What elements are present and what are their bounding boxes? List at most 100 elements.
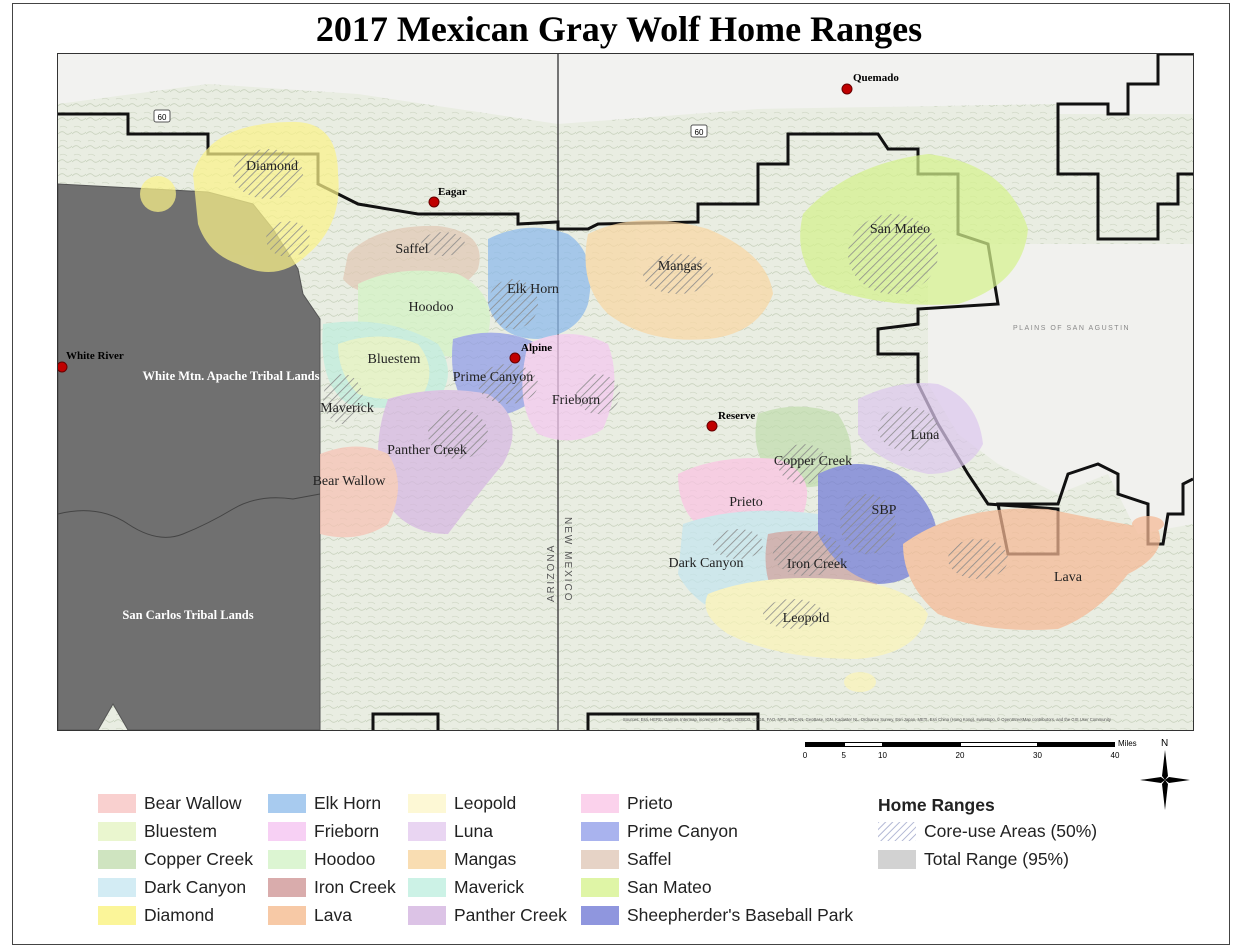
legend-label: Frieborn (314, 821, 380, 841)
town-label-reserve: Reserve (718, 410, 755, 422)
tribal-label-white-mtn: White Mtn. Apache Tribal Lands (143, 369, 320, 383)
pack-label-diamond: Diamond (246, 159, 298, 174)
range-bear-wallow[interactable] (320, 446, 398, 538)
pack-label-mangas: Mangas (658, 259, 702, 274)
pack-label-elk-horn: Elk Horn (507, 282, 559, 297)
core-prime-canyon (478, 364, 538, 404)
legend-swatch (98, 906, 136, 925)
legend-swatch (268, 822, 306, 841)
core-mangas (643, 254, 713, 294)
scale-segment (805, 742, 844, 747)
total-range-swatch (878, 850, 916, 869)
pack-label-lava: Lava (1054, 570, 1083, 585)
core-diamond-2 (266, 221, 310, 257)
legend-swatch (581, 822, 619, 841)
town-marker-alpine (509, 352, 521, 364)
pack-label-bear-wallow: Bear Wallow (313, 474, 387, 489)
map-svg: 60 60 Quemado Eagar Alpine Reserve White… (56, 52, 1194, 731)
core-sbp (840, 494, 896, 554)
pack-label-dark-canyon: Dark Canyon (668, 556, 743, 571)
legend-swatch (268, 906, 306, 925)
plains-label: PLAINS OF SAN AGUSTIN (1013, 325, 1130, 332)
legend-label: San Mateo (627, 877, 712, 897)
core-use-swatch (878, 822, 916, 841)
forest-boundary-s2 (586, 712, 760, 730)
core-use-label: Core-use Areas (50%) (924, 821, 1098, 841)
core-iron-creek (773, 532, 843, 576)
legend-swatch (408, 850, 446, 869)
core-leopold (763, 599, 823, 629)
pack-label-prime-canyon: Prime Canyon (453, 370, 534, 385)
core-dark-canyon (713, 529, 763, 559)
highway-shield-1: 60 (153, 109, 171, 123)
tribal-label-san-carlos: San Carlos Tribal Lands (122, 608, 253, 622)
pack-label-hoodoo: Hoodoo (408, 300, 453, 315)
legend-swatch (98, 850, 136, 869)
legend-swatch (98, 878, 136, 897)
figure-frame (12, 3, 1230, 945)
map-panel[interactable]: 60 60 Quemado Eagar Alpine Reserve White… (56, 52, 1194, 731)
core-saffel (421, 232, 465, 256)
core-diamond (233, 149, 303, 199)
legend-label: Saffel (627, 849, 672, 869)
legend-swatch (408, 794, 446, 813)
pack-label-frieborn: Frieborn (552, 393, 600, 408)
town-label-alpine: Alpine (521, 342, 552, 354)
town-label-eagar: Eagar (438, 186, 467, 198)
scale-segment (1037, 742, 1115, 747)
highway-label-1: 60 (158, 113, 167, 122)
legend-swatch (268, 794, 306, 813)
core-maverick (323, 374, 363, 424)
town-marker-reserve (706, 420, 718, 432)
core-copper-creek (778, 444, 828, 484)
legend-label: Lava (314, 905, 352, 925)
pack-label-luna: Luna (911, 428, 941, 443)
town-marker-eagar (428, 196, 440, 208)
town-label-quemado: Quemado (853, 72, 899, 84)
core-san-mateo (848, 214, 938, 294)
scale-segment (882, 742, 960, 747)
pack-label-saffel: Saffel (395, 242, 428, 257)
pack-label-sbp: SBP (872, 503, 897, 518)
total-range-label: Total Range (95%) (924, 849, 1069, 869)
legend-label: Luna (454, 821, 493, 841)
pack-label-leopold: Leopold (783, 611, 830, 626)
plains-area (928, 244, 1193, 534)
legend-swatch (98, 794, 136, 813)
legend-swatch (408, 906, 446, 925)
forest-boundary-ne (1056, 52, 1193, 241)
range-diamond-extra[interactable] (140, 176, 176, 212)
scale-tick-label: 30 (1033, 751, 1042, 760)
legend-label: Leopold (454, 793, 517, 813)
core-frieborn (576, 374, 620, 414)
legend-label: Maverick (454, 877, 525, 897)
legend-swatch (581, 794, 619, 813)
legend-label: Mangas (454, 849, 517, 869)
range-leopold-extra[interactable] (844, 672, 876, 692)
legend-label: Panther Creek (454, 905, 567, 925)
scale-segment (960, 742, 1038, 747)
legend-label: Bear Wallow (144, 793, 242, 813)
north-label: N (1161, 738, 1169, 749)
core-lava (948, 539, 1008, 579)
scale-unit: Miles (1118, 739, 1137, 748)
range-lava-extra[interactable] (1132, 516, 1164, 532)
town-marker-quemado (841, 83, 853, 95)
scale-tick-label: 0 (802, 751, 808, 760)
range-bluestem[interactable] (338, 336, 430, 400)
legend-swatch (98, 822, 136, 841)
legend-swatch (581, 878, 619, 897)
legend-label: Dark Canyon (144, 877, 247, 897)
pack-label-iron-creek: Iron Creek (787, 557, 847, 572)
legend-swatch (408, 878, 446, 897)
legend-label: Prieto (627, 793, 673, 813)
range-lava[interactable] (903, 508, 1160, 630)
range-frieborn[interactable] (522, 334, 615, 441)
core-panther-creek (428, 409, 488, 459)
pack-label-prieto: Prieto (729, 495, 762, 510)
map-credits: Sources: Esri, HERE, Garmin, Intermap, i… (623, 717, 1112, 722)
pack-label-bluestem: Bluestem (368, 352, 421, 367)
pack-label-maverick: Maverick (320, 401, 374, 416)
legend-label: Hoodoo (314, 849, 376, 869)
